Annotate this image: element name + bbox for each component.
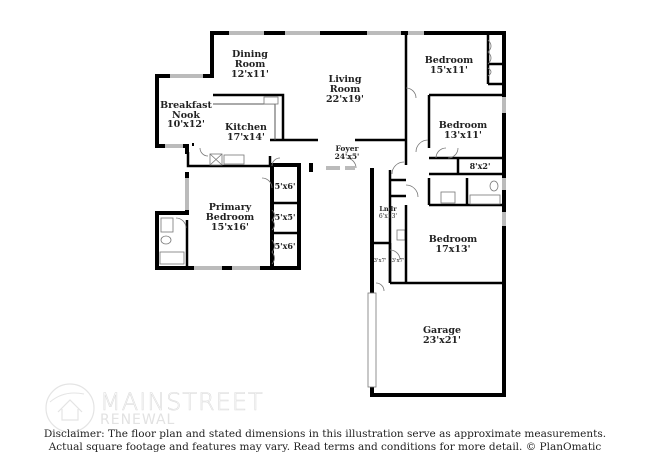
- windows: [165, 31, 506, 270]
- garage-label: Garage: [423, 325, 461, 336]
- kitchen-label: Kitchen: [225, 122, 267, 133]
- closet-3x7-b-dims: 3'x7': [391, 258, 404, 264]
- primary-bedroom-label-2: Bedroom: [206, 212, 254, 223]
- watermark-line-1: MAINSTREET: [100, 388, 264, 417]
- closet-b-dims: 5'x5': [275, 212, 296, 222]
- watermark-line-2: RENEWAL: [100, 412, 176, 428]
- disclaimer: Disclaimer: The floor plan and stated di…: [0, 428, 650, 454]
- closet-3x7-a-dims: 3'x7': [373, 258, 386, 264]
- living-room-dims: 22'x19': [326, 94, 364, 105]
- foyer-label: Foyer: [336, 144, 360, 153]
- dining-room-label: Dining: [232, 49, 268, 60]
- laundry-dims: 6'x13': [379, 213, 397, 220]
- breakfast-nook-dims: 10'x12': [167, 119, 205, 130]
- room-labels: Dining Room 12'x11' Living Room 22'x19' …: [160, 49, 490, 346]
- bedroom-3-dims: 17x13': [435, 244, 470, 255]
- foyer-dims: 24'x5': [335, 152, 360, 161]
- dining-room-dims: 12'x11': [231, 69, 269, 80]
- living-room-label: Living: [329, 74, 362, 85]
- breakfast-nook-label: Breakfast: [160, 100, 212, 111]
- garage-dims: 23'x21': [423, 335, 461, 346]
- mainstreet-logo-icon: [45, 383, 95, 433]
- bedroom-3-label: Bedroom: [429, 234, 477, 245]
- interior-walls: [159, 33, 504, 388]
- primary-bedroom-dims: 15'x16': [211, 222, 249, 233]
- closet-a-dims: 5'x6': [275, 181, 296, 191]
- disclaimer-line-1: Disclaimer: The floor plan and stated di…: [43, 428, 607, 440]
- doors: [175, 39, 492, 292]
- breakfast-nook-label-2: Nook: [172, 110, 200, 121]
- bedroom-1-dims: 15'x11': [430, 65, 468, 76]
- living-room-label-2: Room: [330, 84, 361, 95]
- bedroom-1-label: Bedroom: [425, 55, 473, 66]
- laundry-label: Lndr: [379, 205, 397, 213]
- disclaimer-line-2: Actual square footage and features may v…: [48, 441, 602, 453]
- watermark: MAINSTREET RENEWAL: [100, 388, 264, 428]
- dining-room-label-2: Room: [235, 59, 266, 70]
- closet-c-dims: 5'x6': [275, 241, 296, 251]
- closet-8x2-dims: 8'x2': [470, 161, 491, 171]
- kitchen-dims: 17'x14': [227, 132, 265, 143]
- bedroom-2-label: Bedroom: [439, 120, 487, 131]
- primary-bedroom-label: Primary: [209, 202, 252, 213]
- bedroom-2-dims: 13'x11': [444, 130, 482, 141]
